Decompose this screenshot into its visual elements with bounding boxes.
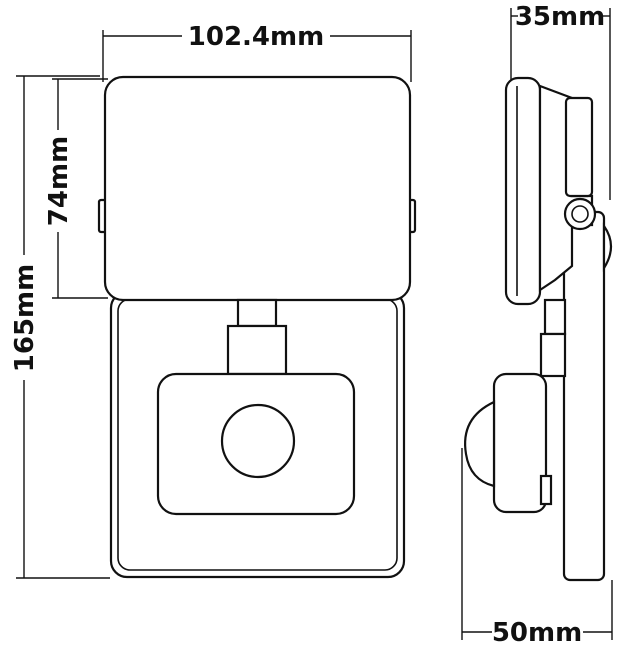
- side-sensor-housing: [492, 372, 548, 514]
- front-lamp-head: [103, 75, 412, 302]
- dimension-width-label: 102.4mm: [188, 22, 324, 52]
- dimension-depth-bottom-label: 50mm: [492, 618, 582, 648]
- front-view: [97, 75, 417, 579]
- dimension-total-height-label: 165mm: [10, 264, 40, 372]
- side-view: [464, 76, 613, 582]
- side-lamp-glass: [504, 76, 542, 306]
- front-sensor-lens: [220, 403, 296, 479]
- front-neck: [236, 298, 278, 328]
- dimension-head-height-label: 74mm: [44, 136, 74, 226]
- side-pivot-knob: [563, 197, 597, 231]
- dimension-lines: [16, 8, 613, 640]
- dimension-depth-top-label: 35mm: [515, 2, 605, 32]
